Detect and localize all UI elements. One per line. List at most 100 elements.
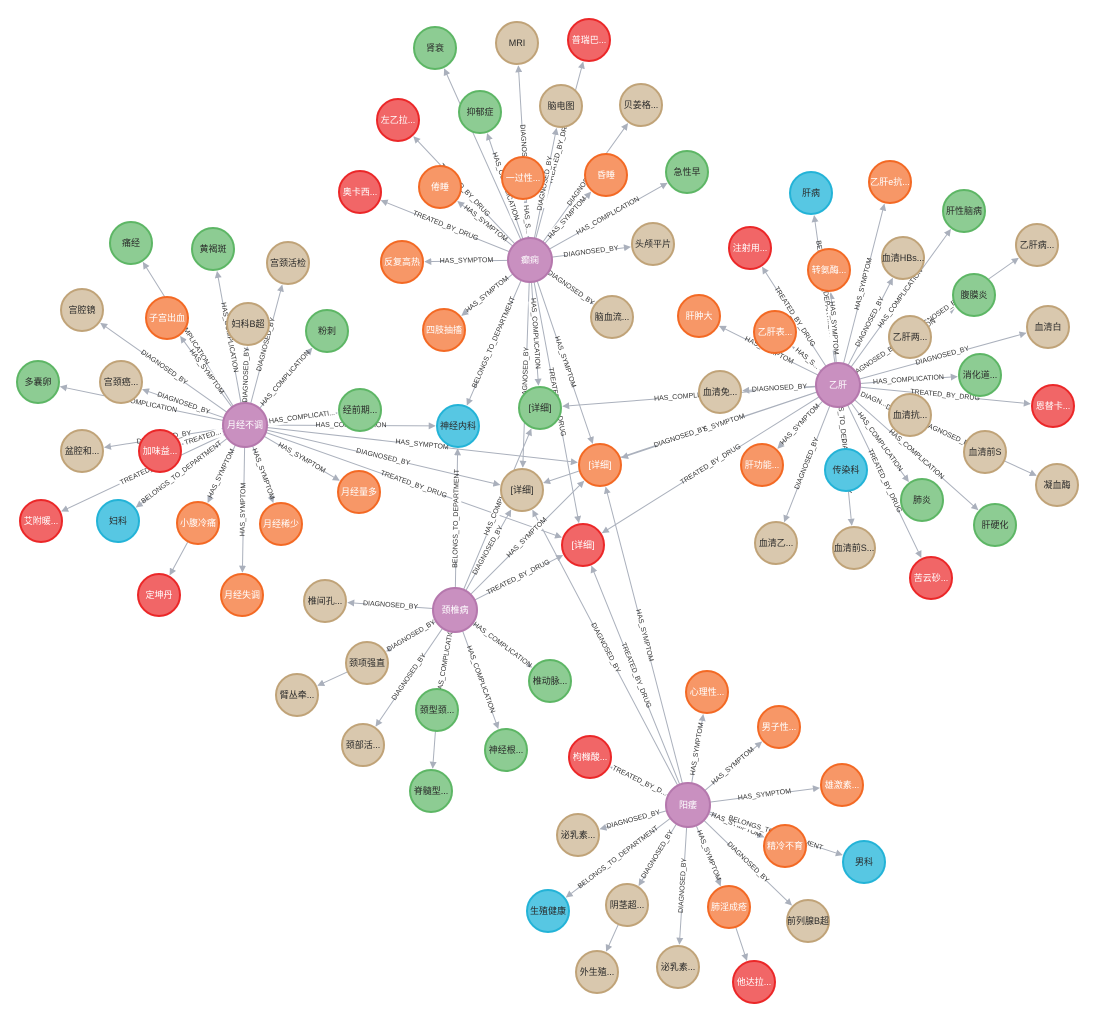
node-complication-m7[interactable]: 粉刺 — [305, 309, 349, 353]
node-circle[interactable] — [495, 21, 539, 65]
node-symptom-y10[interactable]: 肺淫成疮 — [707, 885, 751, 929]
node-circle[interactable] — [958, 353, 1002, 397]
node-complication-h8[interactable]: 腹膜炎 — [952, 273, 996, 317]
node-circle[interactable] — [824, 448, 868, 492]
node-symptom-y2[interactable]: 男子性... — [757, 705, 801, 749]
node-circle[interactable] — [518, 386, 562, 430]
node-complication-e1[interactable]: 肾衰 — [413, 26, 457, 70]
edge-y10-y14[interactable] — [735, 926, 749, 961]
node-circle[interactable] — [137, 573, 181, 617]
node-department-neuro[interactable]: 神经内科 — [436, 404, 480, 448]
node-department-y8[interactable]: 生殖健康 — [526, 889, 570, 933]
edge-c4-c8[interactable] — [429, 730, 437, 769]
node-check-c2[interactable]: 颈项强直 — [345, 641, 389, 685]
node-circle[interactable] — [16, 360, 60, 404]
node-complication-e10[interactable]: 急性早 — [665, 150, 709, 194]
node-circle[interactable] — [507, 237, 553, 283]
node-drug-h25[interactable]: 苦云砂... — [909, 556, 953, 600]
node-circle[interactable] — [380, 240, 424, 284]
node-circle[interactable] — [528, 659, 572, 703]
node-circle[interactable] — [656, 945, 700, 989]
node-drug-m12[interactable]: 加味益... — [138, 429, 182, 473]
node-circle[interactable] — [888, 315, 932, 359]
node-circle[interactable] — [222, 402, 268, 448]
node-symptom-e13[interactable]: 反复高热 — [380, 240, 424, 284]
node-circle[interactable] — [338, 388, 382, 432]
node-check-h6[interactable]: 血清HBs... — [881, 236, 925, 280]
node-circle[interactable] — [590, 295, 634, 339]
node-complication-m10[interactable]: 经前期... — [338, 388, 382, 432]
node-circle[interactable] — [575, 950, 619, 994]
node-circle[interactable] — [909, 556, 953, 600]
node-check-y11[interactable]: 前列腺B超 — [786, 899, 830, 943]
node-check-c3[interactable]: 臂丛牵... — [275, 673, 319, 717]
node-department-y7[interactable]: 男科 — [842, 840, 886, 884]
node-check-e6[interactable]: 贝姜格... — [619, 83, 663, 127]
node-circle[interactable] — [1015, 223, 1059, 267]
node-circle[interactable] — [631, 222, 675, 266]
node-department-h20[interactable]: 传染科 — [824, 448, 868, 492]
node-circle[interactable] — [685, 670, 729, 714]
node-circle[interactable] — [539, 84, 583, 128]
node-circle[interactable] — [501, 156, 545, 200]
node-circle[interactable] — [665, 782, 711, 828]
node-symptom-e15[interactable]: 四肢抽搐 — [422, 308, 466, 352]
node-drug-y14[interactable]: 他达拉... — [732, 960, 776, 1004]
node-check-e14[interactable]: 头颅平片 — [631, 222, 675, 266]
node-symptom-h10[interactable]: 乙肝表... — [753, 310, 797, 354]
node-circle[interactable] — [888, 393, 932, 437]
node-circle[interactable] — [409, 769, 453, 813]
node-circle[interactable] — [422, 308, 466, 352]
node-circle[interactable] — [677, 294, 721, 338]
node-complication-m2[interactable]: 黄褐斑 — [191, 227, 235, 271]
node-circle[interactable] — [458, 90, 502, 134]
node-circle[interactable] — [413, 26, 457, 70]
node-circle[interactable] — [303, 579, 347, 623]
node-circle[interactable] — [707, 885, 751, 929]
node-drug-y3[interactable]: 枸橼酸... — [568, 735, 612, 779]
node-department-m14[interactable]: 妇科 — [96, 499, 140, 543]
edge-m15-m18[interactable] — [169, 541, 189, 576]
node-check-m9[interactable]: 宫颈癌... — [99, 360, 143, 404]
node-circle[interactable] — [500, 468, 544, 512]
node-symptom-e11[interactable]: 倦睡 — [418, 165, 462, 209]
node-check-d_check[interactable]: [详细] — [500, 468, 544, 512]
node-circle[interactable] — [584, 153, 628, 197]
node-check-h14[interactable]: 血清免... — [698, 370, 742, 414]
node-check-h16[interactable]: 血清抗... — [888, 393, 932, 437]
node-circle[interactable] — [338, 170, 382, 214]
node-check-e2[interactable]: MRI — [495, 21, 539, 65]
edge-epilepsy-e1[interactable] — [443, 68, 522, 241]
node-symptom-y1[interactable]: 心理性... — [685, 670, 729, 714]
node-disease-hepb[interactable]: 乙肝 — [815, 362, 861, 408]
node-check-e5[interactable]: 脑电图 — [539, 84, 583, 128]
node-circle[interactable] — [952, 273, 996, 317]
node-circle[interactable] — [220, 573, 264, 617]
node-circle[interactable] — [415, 688, 459, 732]
node-circle[interactable] — [868, 160, 912, 204]
node-symptom-d_symp[interactable]: [详细] — [578, 443, 622, 487]
node-complication-h3[interactable]: 肝性脑病 — [942, 189, 986, 233]
node-circle[interactable] — [1035, 463, 1079, 507]
node-drug-m18[interactable]: 定坤丹 — [137, 573, 181, 617]
node-complication-h13[interactable]: 消化道... — [958, 353, 1002, 397]
node-complication-m1[interactable]: 痛经 — [109, 221, 153, 265]
node-check-h7[interactable]: 乙肝病... — [1015, 223, 1059, 267]
node-circle[interactable] — [757, 705, 801, 749]
node-circle[interactable] — [786, 899, 830, 943]
node-disease-ed[interactable]: 阳痿 — [665, 782, 711, 828]
node-drug-e7[interactable]: 左乙拉... — [376, 98, 420, 142]
node-department-h1[interactable]: 肝病 — [789, 171, 833, 215]
node-complication-c7[interactable]: 神经根... — [484, 728, 528, 772]
node-circle[interactable] — [665, 150, 709, 194]
node-circle[interactable] — [556, 813, 600, 857]
node-check-m11[interactable]: 盆腔和... — [60, 429, 104, 473]
node-circle[interactable] — [1031, 384, 1075, 428]
node-circle[interactable] — [568, 735, 612, 779]
node-check-c6[interactable]: 颈部活... — [341, 723, 385, 767]
node-circle[interactable] — [561, 523, 605, 567]
node-circle[interactable] — [728, 226, 772, 270]
node-circle[interactable] — [109, 221, 153, 265]
node-symptom-h5[interactable]: 转氨酶... — [807, 248, 851, 292]
